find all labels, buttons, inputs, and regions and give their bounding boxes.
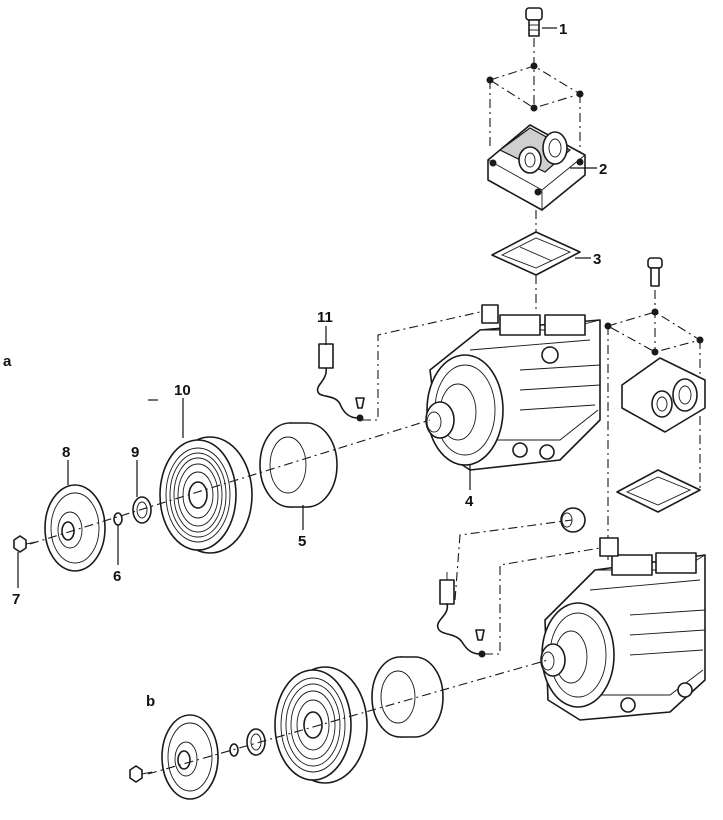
alt-gasket — [616, 469, 701, 513]
callout-6: 6 — [113, 568, 121, 585]
callout-3: 3 — [593, 251, 601, 268]
rear-cover-part-2 — [487, 124, 586, 211]
alt-cover-projection-lines — [604, 290, 704, 560]
compressor-body-part-4 — [425, 304, 601, 471]
callout-7: 7 — [12, 591, 20, 608]
pulley-b — [274, 666, 368, 784]
compressor-body-b — [540, 537, 706, 721]
callout-9: 9 — [131, 444, 139, 461]
alt-rear-cover — [621, 357, 706, 433]
axis-line-b — [147, 519, 601, 775]
shim-part-9 — [132, 496, 152, 524]
leader-lines — [17, 27, 597, 588]
field-coil-b — [371, 656, 444, 738]
callout-11: 11 — [317, 309, 333, 326]
clutch-hub-b — [161, 714, 219, 800]
callout-8: 8 — [62, 444, 70, 461]
callout-2: 2 — [599, 161, 607, 178]
section-label-b: b — [146, 693, 155, 710]
shim-b — [246, 728, 266, 756]
connector-part-11 — [316, 335, 365, 422]
gasket-part-3 — [491, 210, 581, 310]
section-label-a: a — [3, 353, 12, 370]
bolt-part-1 — [525, 7, 543, 37]
callout-1: 1 — [559, 21, 567, 38]
callout-5: 5 — [298, 533, 306, 550]
bushing — [560, 507, 586, 533]
connector-b — [436, 572, 486, 658]
pulley-part-10 — [159, 436, 253, 554]
nut-b — [129, 765, 153, 783]
cover-projection-lines — [486, 38, 584, 170]
callout-4: 4 — [465, 493, 474, 510]
clutch-hub-part-8 — [44, 484, 106, 572]
nut-part-7 — [13, 535, 37, 553]
snap-ring-part-6 — [113, 512, 123, 526]
callout-10: 10 — [174, 382, 191, 399]
field-coil-part-5 — [259, 422, 338, 508]
alt-bolt — [647, 257, 663, 287]
axis-line-a — [29, 311, 481, 545]
